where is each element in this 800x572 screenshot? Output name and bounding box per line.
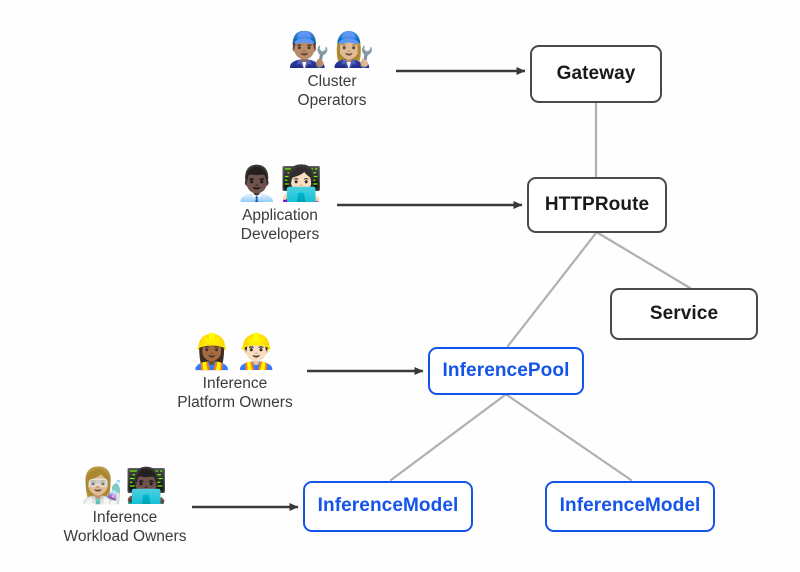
- application-developers-label-line1: Application: [242, 207, 318, 224]
- node-gateway[interactable]: Gateway: [530, 45, 662, 103]
- application-developers-label-line2: Developers: [240, 226, 320, 243]
- cluster-operators-label-line2: Operators: [297, 92, 367, 109]
- cluster-operators-label-line1: Cluster: [307, 73, 357, 90]
- link-httproute-inferencepool: [506, 231, 598, 348]
- persona-inference-workload-owners: 👩🏼‍🔬👨🏿‍💻 Inference Workload Owners: [35, 466, 215, 546]
- node-httproute[interactable]: HTTPRoute: [527, 177, 667, 233]
- cluster-operators-emoji-icons: 👨🏽‍🔧👩🏼‍🔧: [287, 30, 377, 70]
- node-inferencepool[interactable]: InferencePool: [428, 347, 584, 395]
- persona-cluster-operators: 👨🏽‍🔧👩🏼‍🔧 Cluster Operators: [242, 30, 422, 110]
- application-developers-emoji-icons: 👨🏿‍💼👩🏻‍💻: [235, 164, 325, 204]
- inference-platform-owners-label-line1: Inference: [202, 375, 268, 392]
- link-httproute-service: [596, 231, 692, 290]
- link-inferencepool-inferencemodel-right: [505, 393, 633, 482]
- persona-inference-platform-owners: 👷🏾‍♀️👷🏻‍♂️ Inference Platform Owners: [145, 332, 325, 412]
- inference-platform-owners-emoji-icons: 👷🏾‍♀️👷🏻‍♂️: [190, 332, 280, 372]
- inference-workload-owners-emoji-icons: 👩🏼‍🔬👨🏿‍💻: [80, 466, 170, 506]
- node-inferencemodel-right[interactable]: InferenceModel: [545, 481, 715, 532]
- node-service[interactable]: Service: [610, 288, 758, 340]
- link-inferencepool-inferencemodel-left: [389, 393, 507, 482]
- inference-workload-owners-label-line1: Inference: [92, 509, 158, 526]
- inference-workload-owners-label-line2: Workload Owners: [63, 528, 187, 545]
- persona-application-developers: 👨🏿‍💼👩🏻‍💻 Application Developers: [190, 164, 370, 244]
- inference-platform-owners-label-line2: Platform Owners: [177, 394, 293, 411]
- node-inferencemodel-left[interactable]: InferenceModel: [303, 481, 473, 532]
